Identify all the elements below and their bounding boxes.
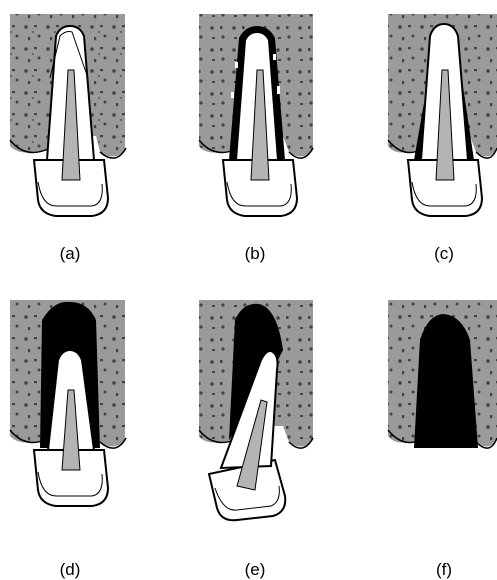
panel-a: (a)	[0, 0, 140, 285]
lesion-gap	[277, 86, 280, 94]
panel-b-drawing	[185, 0, 325, 240]
panel-a-drawing	[0, 0, 140, 240]
panel-b-label: (b)	[225, 244, 285, 264]
panel-e: (e)	[185, 290, 325, 575]
lesion-gap	[231, 92, 234, 98]
panel-d-label: (d)	[40, 560, 100, 580]
panel-b: (b)	[185, 0, 325, 285]
panel-f: (f)	[374, 290, 497, 575]
panel-e-drawing	[185, 290, 325, 530]
panel-c-label: (c)	[414, 244, 474, 264]
panel-d: (d)	[0, 290, 140, 575]
panel-c: (c)	[374, 0, 497, 285]
panel-c-drawing	[374, 0, 497, 240]
panel-d-drawing	[0, 290, 140, 530]
lesion-gap	[273, 54, 276, 60]
lesion-gap	[235, 62, 238, 68]
panel-f-label: (f)	[414, 560, 474, 580]
panel-a-label: (a)	[40, 244, 100, 264]
panel-e-label: (e)	[225, 560, 285, 580]
panel-f-drawing	[374, 290, 497, 530]
